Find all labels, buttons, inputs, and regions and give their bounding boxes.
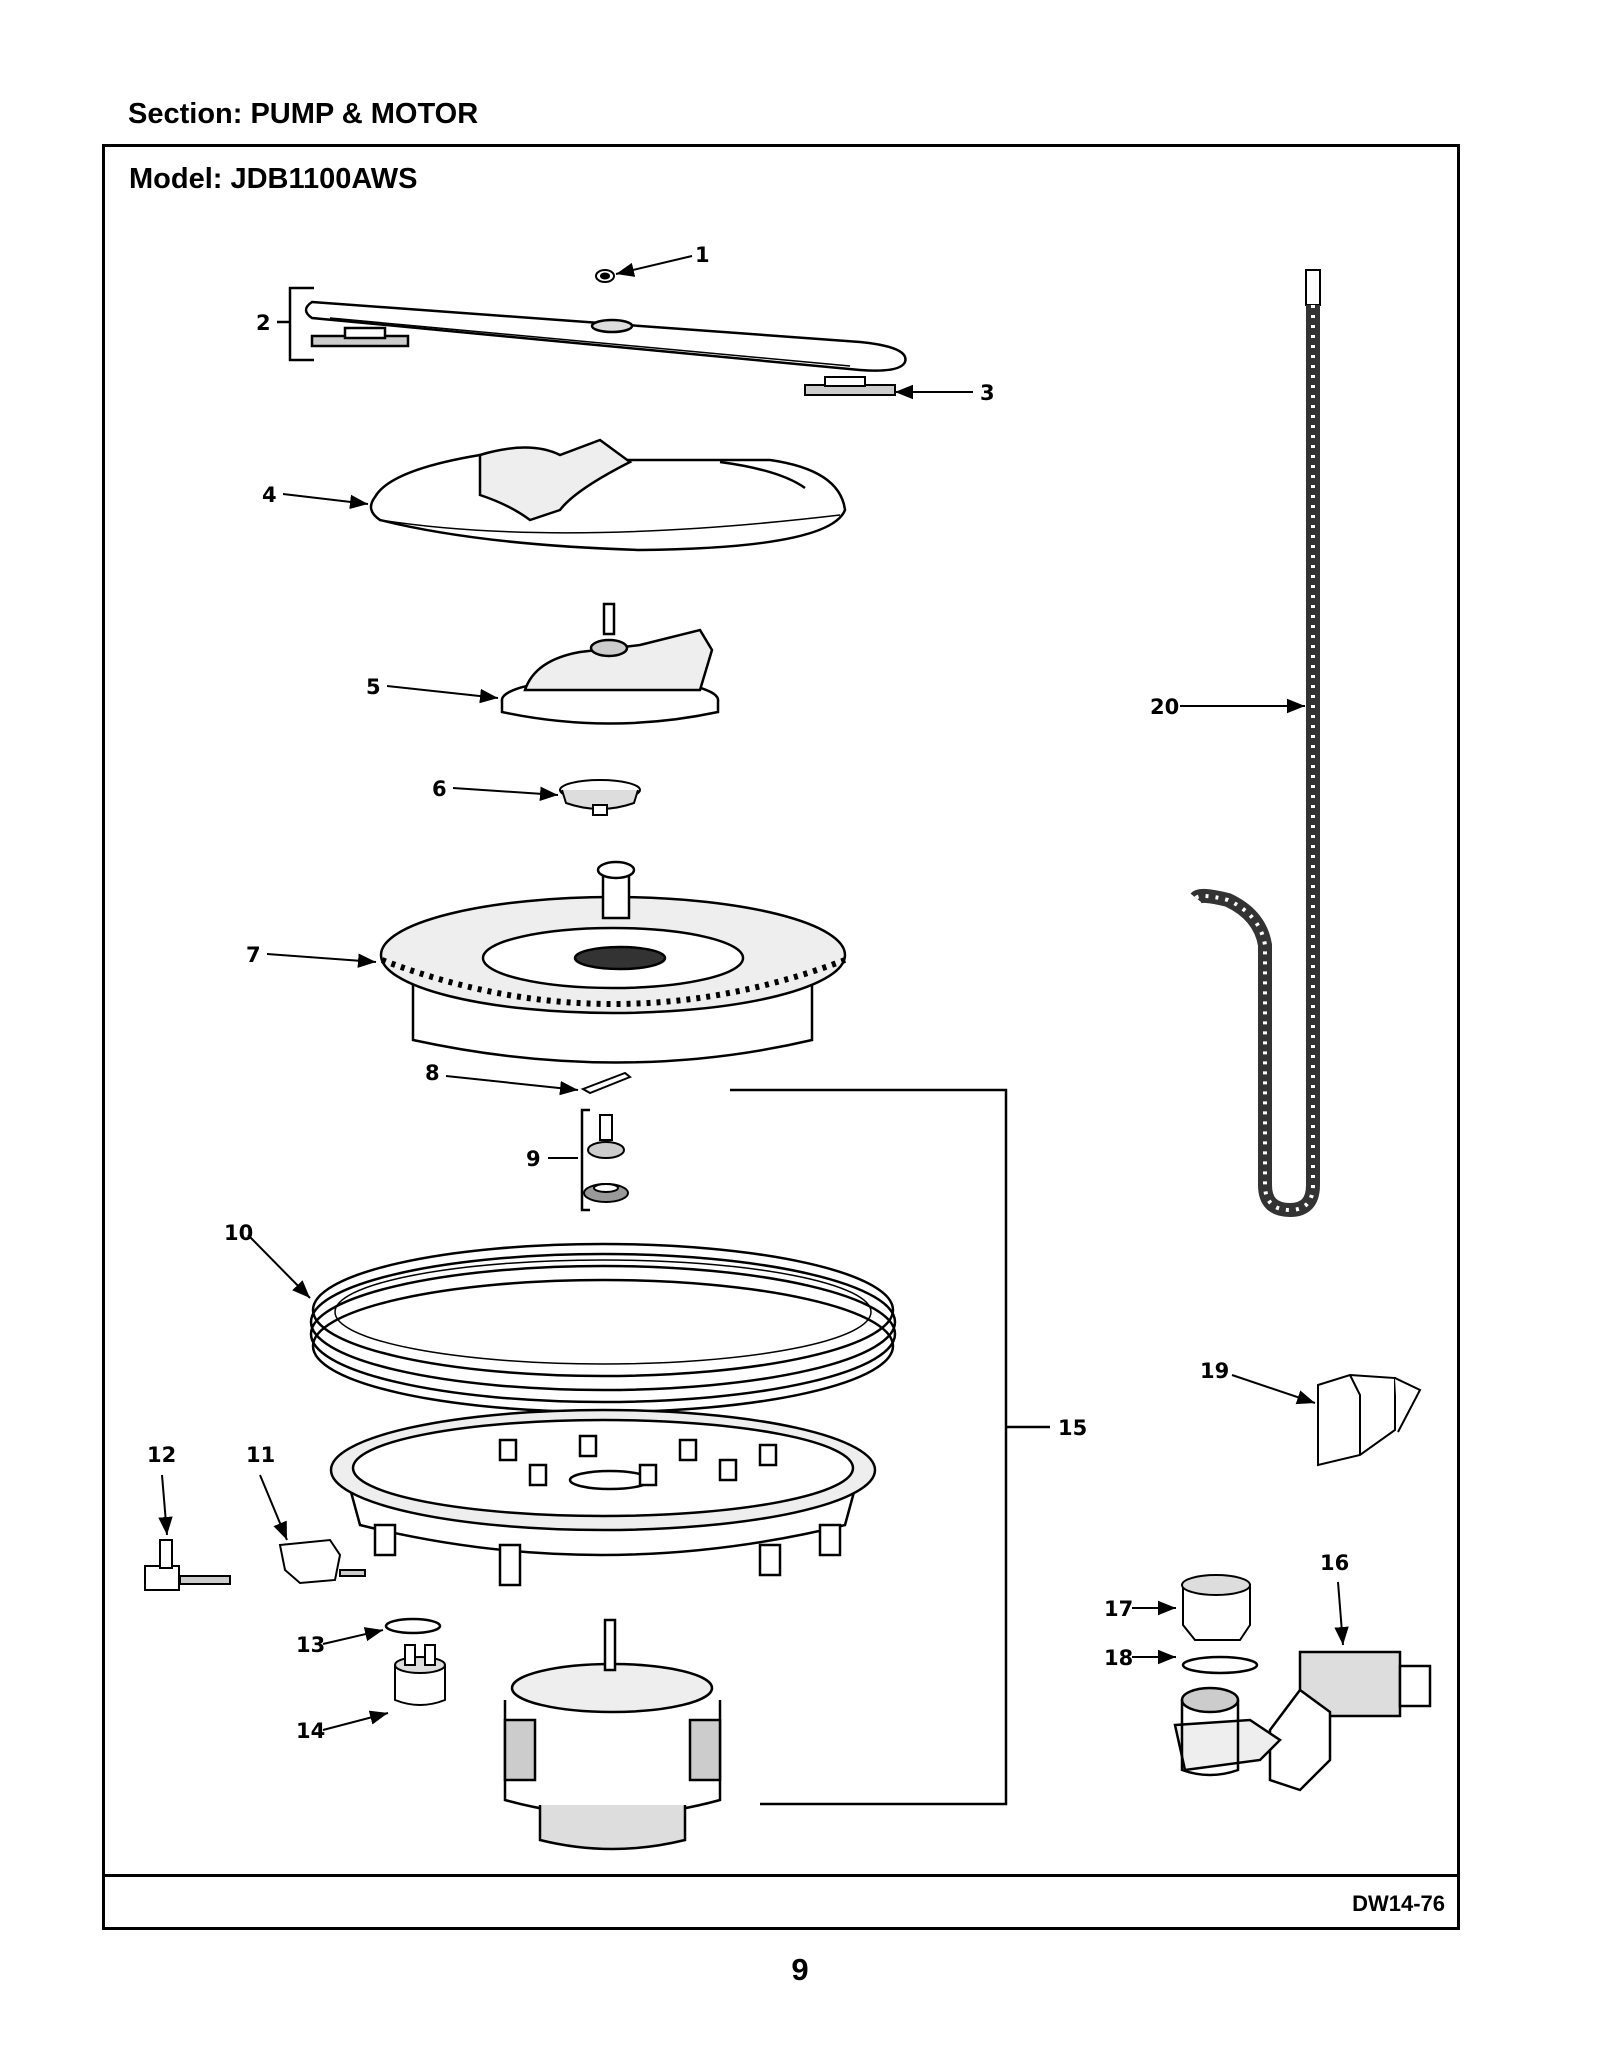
part-16-drain-pump [1173,1650,1432,1792]
part-2-bracket [277,286,314,362]
part-7-fine-filter [379,860,847,1064]
callout-9: 9 [526,1147,541,1171]
part-8-chopper [580,1071,632,1095]
part-17-adapter [1181,1574,1251,1641]
callout-18: 18 [1104,1646,1133,1670]
part-12-clip [144,1539,231,1591]
callout-10: 10 [224,1221,253,1245]
callout-2: 2 [256,311,271,335]
callout-12: 12 [147,1443,176,1467]
part-20-drain-hose [1190,269,1321,1218]
part-13-o-ring [384,1617,442,1635]
callout-3: 3 [980,381,995,405]
leader-lines [158,255,1349,1731]
callout-4: 4 [262,483,277,507]
callout-15: 15 [1058,1416,1087,1440]
part-5-pump-housing [500,602,720,725]
footer-divider [105,1874,1457,1877]
callout-20: 20 [1150,695,1179,719]
callout-7: 7 [246,943,261,967]
part-4-filter-cover [369,438,847,552]
part-11-bracket [278,1538,366,1585]
callout-13: 13 [296,1633,325,1657]
part-14-grommet [394,1644,446,1706]
part-10-sump-gasket [309,1242,897,1414]
motor [503,1618,722,1851]
callout-11: 11 [246,1443,275,1467]
assembly-15-bracket [730,1088,1050,1806]
callout-labels: 1 2 3 4 5 6 7 8 9 10 11 12 13 14 15 16 1… [147,243,1349,1743]
sump-body [329,1408,877,1587]
page-number: 9 [791,1952,809,1987]
callout-14: 14 [296,1719,325,1743]
model-title: Model: JDB1100AWS [129,163,418,195]
diagram-frame: Model: JDB1100AWS DW14-76 [102,144,1460,1930]
part-3-bearing [804,376,896,396]
part-1-nut [595,269,615,283]
callout-1: 1 [695,243,710,267]
callout-8: 8 [425,1061,440,1085]
callout-6: 6 [432,777,447,801]
callout-16: 16 [1320,1551,1349,1575]
callout-17: 17 [1104,1597,1133,1621]
drawing-code: DW14-76 [1352,1891,1445,1916]
part-9-seal-kit [580,1108,629,1212]
section-title: Section: PUMP & MOTOR [128,98,479,130]
part-18-o-ring [1181,1655,1259,1675]
callout-19: 19 [1200,1359,1229,1383]
callout-5: 5 [366,675,381,699]
part-19-bracket [1317,1373,1422,1467]
part-6-impeller [559,779,641,816]
part-2-spray-arm [304,300,907,372]
